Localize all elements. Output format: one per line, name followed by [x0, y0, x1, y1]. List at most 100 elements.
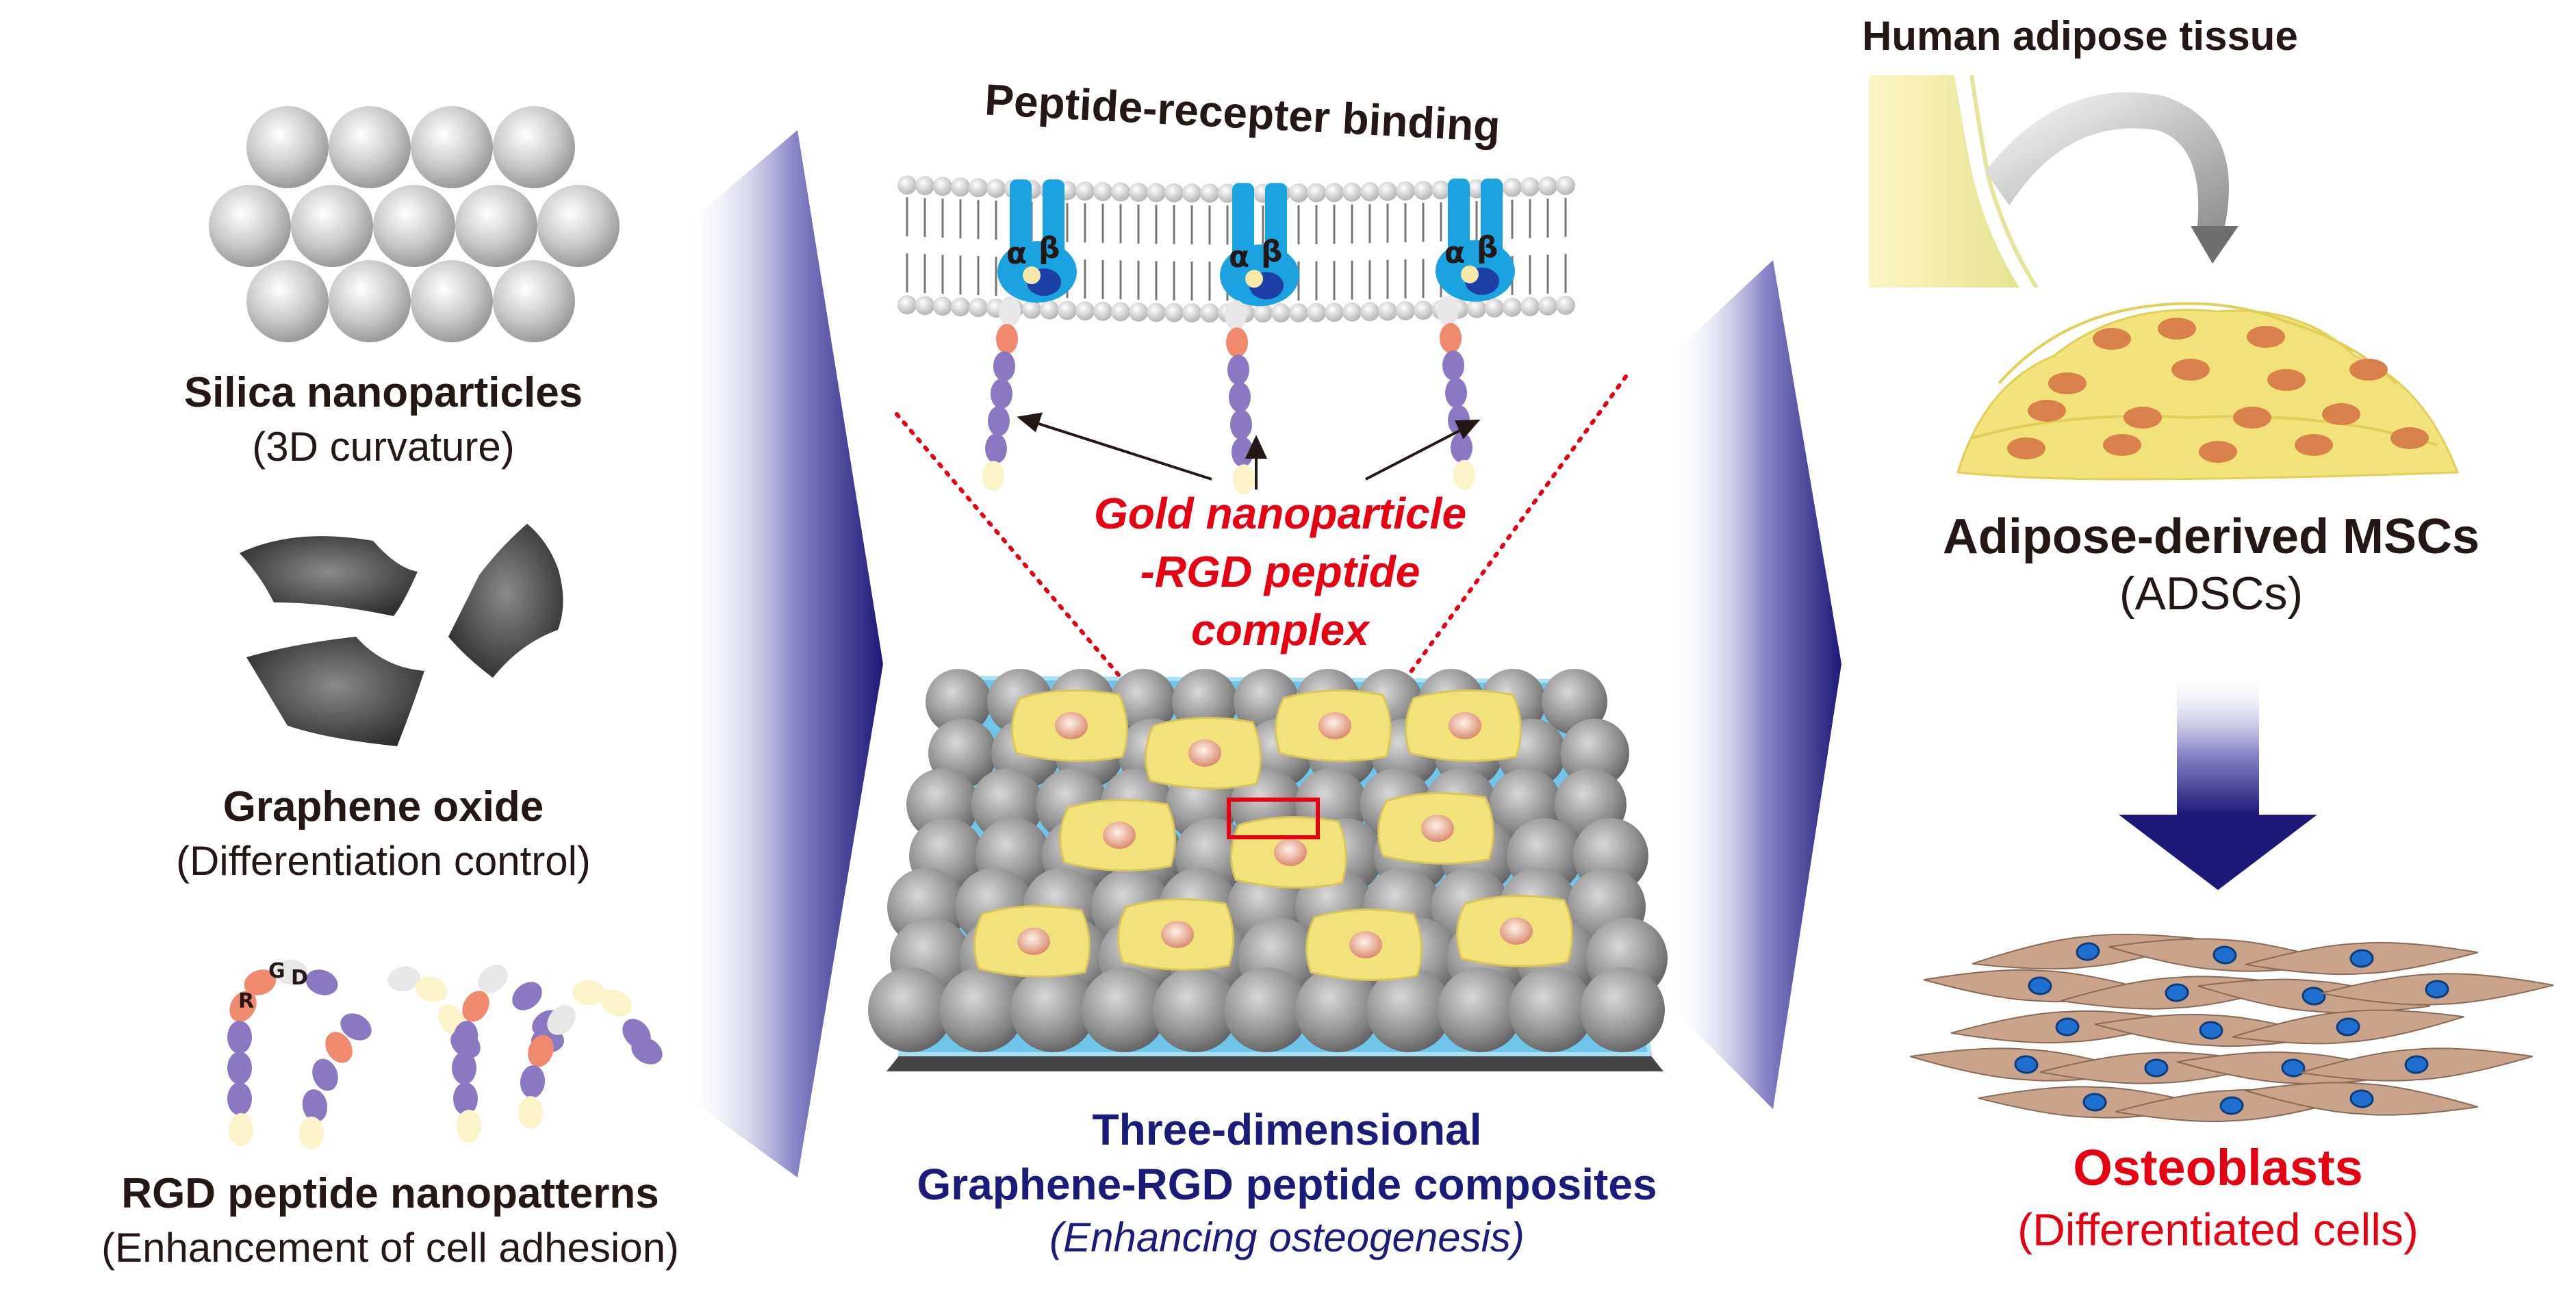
lipid-head [1342, 182, 1362, 202]
lipid-head [1556, 175, 1575, 195]
silica-sphere [373, 185, 455, 267]
lipid-head [1360, 302, 1379, 322]
silica-sphere [411, 106, 493, 188]
silica-sphere [493, 260, 575, 342]
composite-sphere [1542, 669, 1607, 735]
lipid-head [1396, 301, 1415, 320]
peptide-bead [457, 1110, 481, 1143]
lipid-head [1325, 303, 1344, 322]
adhered-cell [1305, 908, 1423, 981]
composite-sphere [1153, 967, 1238, 1052]
lipid-head [1111, 302, 1130, 322]
left-flow-arrow [685, 130, 883, 1178]
composite-sphere [939, 967, 1024, 1052]
adhered-cell [1230, 816, 1347, 889]
composite-substrate-icon [868, 669, 1668, 1071]
osteoblast-cell [2245, 1082, 2478, 1116]
lipid-head [1325, 183, 1344, 203]
composite-sphere [1224, 967, 1309, 1052]
peptide-bead [452, 1021, 479, 1054]
composite-subtitle: (Enhancing osteogenesis) [1049, 1214, 1525, 1260]
lipid-head [1200, 183, 1219, 203]
peptide-bead [996, 324, 1018, 355]
peptide-bead [312, 1058, 338, 1091]
peptide-bead [1445, 377, 1467, 408]
peptide-bead [991, 379, 1012, 409]
complex-label-line2: -RGD peptide [1140, 547, 1420, 596]
adsc-nucleus [2048, 372, 2087, 394]
silica-sphere [329, 260, 411, 342]
differentiation-arrow-icon [2119, 678, 2317, 890]
composite-sphere [1010, 967, 1095, 1052]
peptide-bead [325, 1032, 353, 1063]
adsc-nucleus [2158, 318, 2196, 340]
peptide-bead [1230, 409, 1252, 440]
rgd-letter: G [268, 959, 285, 983]
composite-sphere [1580, 967, 1665, 1052]
silica-subtitle: (3D curvature) [252, 424, 515, 470]
lipid-head [951, 177, 970, 197]
peptide-bead [528, 1034, 554, 1067]
peptide-bead [229, 991, 257, 1022]
lipid-head [1111, 182, 1130, 202]
lipid-head [1467, 298, 1486, 318]
silica-sphere [411, 260, 493, 342]
adsc-cells-icon [1956, 302, 2460, 481]
adsc-nucleus [2093, 328, 2131, 350]
peptide-chain [1225, 300, 1255, 495]
peptide-chain [299, 1013, 372, 1149]
lipid-head [1164, 183, 1184, 203]
lipid-head [1396, 181, 1415, 201]
peptide-bead [305, 969, 338, 995]
lipid-head [1129, 182, 1148, 202]
adsc-nucleus [2390, 427, 2429, 449]
zoom-box [1227, 798, 1320, 839]
silica-sphere [537, 185, 620, 267]
integrin-receptor-icon [1436, 178, 1515, 302]
lipid-head [1307, 183, 1326, 203]
integrin-beta-label: β [1038, 231, 1060, 266]
peptide-bead [229, 1113, 253, 1146]
osteoblast-cell [2197, 978, 2430, 1014]
lipid-head [1147, 183, 1166, 203]
lipid-head [1378, 181, 1397, 201]
composite-sphere [1560, 718, 1630, 788]
peptide-bead [462, 991, 489, 1022]
peptide-bead [387, 966, 420, 992]
osteoblast-cell [2245, 941, 2479, 976]
peptide-bead [415, 976, 448, 1002]
complex-label-line1: Gold nanoparticle [1093, 489, 1467, 538]
integrin-alpha-label: α [1229, 240, 1249, 275]
lipid-head [933, 177, 952, 196]
lipid-head [1164, 303, 1184, 322]
silica-sphere [291, 185, 373, 267]
integrin-receptor-icon [1220, 183, 1299, 307]
peptide-bead [452, 1052, 476, 1084]
peptide-bead [512, 982, 542, 1010]
adsc-nucleus [2171, 359, 2210, 381]
adhered-cell [1405, 689, 1522, 762]
adhered-cell [1011, 689, 1128, 762]
adsc-nucleus [2028, 400, 2066, 422]
lipid-head [1182, 183, 1201, 203]
adipose-tissue-icon [1869, 75, 2039, 289]
composite-sphere [1438, 967, 1522, 1052]
osteo-subtitle: (Differentiated cells) [2017, 1204, 2419, 1255]
lipid-head [1253, 303, 1273, 323]
peptide-bead [244, 969, 277, 995]
peptide-bead [1225, 300, 1247, 331]
lipid-head [897, 295, 917, 315]
composite-sphere [1082, 967, 1166, 1052]
osteoblast-cell [2320, 973, 2554, 1006]
tissue-label: Human adipose tissue [1862, 13, 2298, 59]
lipid-head [1147, 303, 1166, 322]
adsc-nucleus [2103, 434, 2141, 456]
peptide-bead [572, 980, 605, 1005]
silica-title: Silica nanoparticles [183, 369, 583, 416]
lipid-head [1271, 303, 1290, 323]
lipid-head [1075, 301, 1095, 321]
lipid-head [1485, 298, 1504, 318]
adhered-cell [1117, 898, 1234, 971]
lipid-head [969, 298, 988, 318]
adsc-nucleus [2349, 359, 2388, 381]
